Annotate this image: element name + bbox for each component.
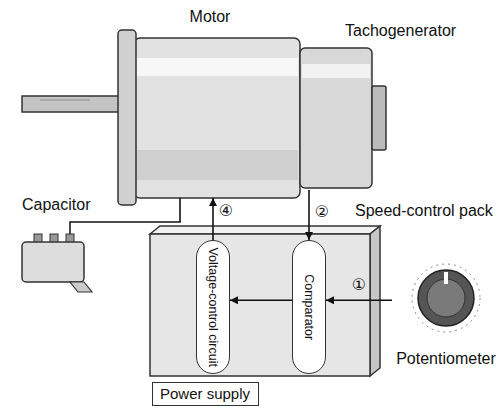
motor-highlight xyxy=(136,58,298,76)
power-supply-box: Power supply xyxy=(152,382,259,406)
capacitor-node: Capacitor xyxy=(10,194,110,292)
pack-node: Speed-control packVoltage-control circui… xyxy=(150,234,370,380)
pack-heading: Speed-control pack xyxy=(355,202,493,220)
pack-top-face xyxy=(150,226,380,234)
vertical-label: Comparator xyxy=(301,274,315,340)
tachogenerator-node: Tachogenerator xyxy=(300,22,495,190)
node-label: Motor xyxy=(190,8,231,26)
potentiometer-knob-top xyxy=(427,279,465,317)
callout-number: ④ xyxy=(218,202,234,220)
signal-arrow xyxy=(326,299,392,301)
shaft-key xyxy=(40,100,90,101)
capacitor-body xyxy=(22,242,84,282)
motor-shaft xyxy=(22,96,122,112)
motor-flange xyxy=(118,30,136,205)
vertical-label: Voltage-control circuit xyxy=(205,247,219,367)
tachogenerator-housing xyxy=(300,48,372,188)
pack-front-face xyxy=(150,234,370,376)
callout-number: ② xyxy=(314,203,330,221)
node-label: Tachogenerator xyxy=(345,22,456,40)
potentiometer-indicator xyxy=(444,272,448,284)
motor-body xyxy=(134,38,300,198)
node-label: Potentiometer xyxy=(396,350,496,368)
signal-arrow xyxy=(308,190,310,240)
wire xyxy=(110,198,180,222)
motor-node: Motor xyxy=(120,8,300,198)
node-label: Power supply xyxy=(160,385,250,402)
tachogenerator-cap xyxy=(372,86,386,150)
node-label: Capacitor xyxy=(22,196,90,214)
comparator-oval: Comparator xyxy=(292,240,326,374)
potentiometer-node: Potentiometer xyxy=(392,262,500,372)
tachogenerator-highlight xyxy=(302,64,370,78)
capacitor-mount-tab xyxy=(70,282,92,292)
potentiometer-scale xyxy=(412,264,480,332)
capacitor-lead xyxy=(70,222,110,234)
motor-shade xyxy=(136,150,298,180)
signal-arrow xyxy=(230,299,292,301)
signal-arrow xyxy=(212,198,214,240)
callout-number: ① xyxy=(351,276,367,294)
circuit-oval: Voltage-control circuit xyxy=(196,240,230,374)
potentiometer-knob xyxy=(418,270,474,326)
